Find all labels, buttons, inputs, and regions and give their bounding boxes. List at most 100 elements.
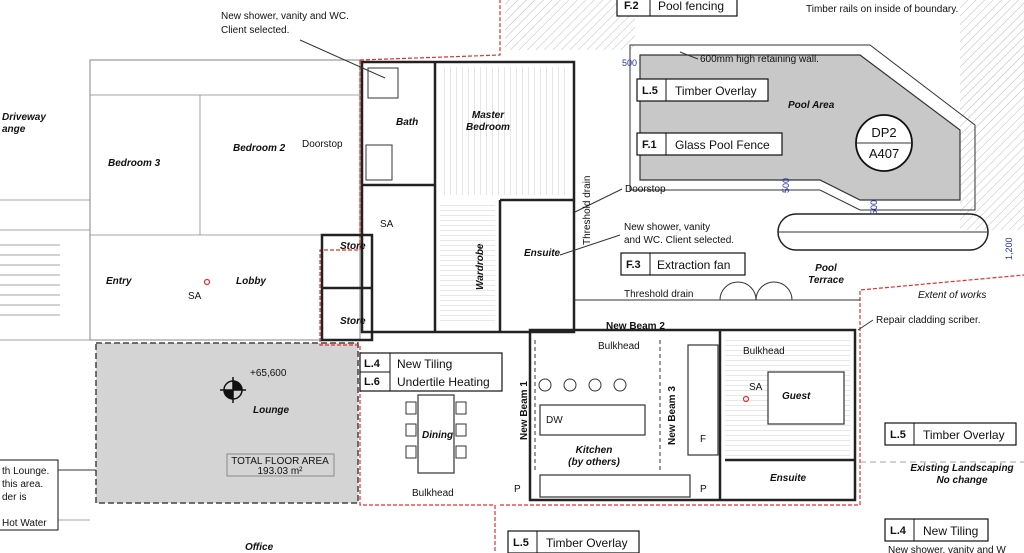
svg-text:Timber Overlay: Timber Overlay (923, 428, 1005, 442)
dining-chair (455, 445, 467, 459)
kitchen-bench-right (687, 344, 719, 456)
master-floor (440, 67, 570, 195)
svg-text:New Tiling: New Tiling (397, 357, 452, 371)
tag-l5-top: L.5 Timber Overlay (636, 78, 769, 102)
dimension: 500 (869, 200, 879, 215)
room-label-pool-area: Pool Area (788, 100, 835, 111)
label-sa: SA (188, 291, 202, 302)
note-threshold-drain: Threshold drain (624, 289, 693, 300)
door-swing (755, 281, 793, 301)
note-retaining-wall: 600mm high retaining wall. (700, 54, 819, 65)
room-label-ensuite: Ensuite (770, 473, 807, 484)
note-threshold-drain: Threshold drain (582, 176, 593, 245)
room-label-dining: Dining (422, 430, 453, 441)
label-dw: DW (546, 415, 563, 426)
bath-fixture (367, 67, 399, 99)
section-marker-bottom: A407 (869, 146, 899, 161)
svg-text:Extraction fan: Extraction fan (657, 258, 730, 272)
dining-chair (455, 423, 467, 437)
room-label-bedroom2: Bedroom 2 (233, 143, 286, 154)
dining-table (417, 394, 455, 474)
label-new-beam-3: New Beam 3 (667, 386, 678, 445)
note-shower-top: New shower, vanity and WC.Client selecte… (221, 11, 349, 36)
tag-l4-l6: L.4 New Tiling L.6 Undertile Heating (359, 352, 503, 392)
note-shower-bottom: New shower, vanity and W (888, 545, 1006, 553)
dining-chair (405, 423, 417, 437)
tag-l5-bottom: L.5 Timber Overlay (507, 530, 640, 553)
kitchen-island (539, 404, 646, 436)
label-bulkhead: Bulkhead (743, 346, 785, 357)
stool (613, 378, 627, 392)
hatched-boundary-top (505, 0, 635, 50)
svg-text:F.1: F.1 (642, 139, 657, 151)
label-sa: SA (380, 219, 394, 230)
room-label-ensuite: Ensuite (524, 248, 561, 259)
label-bulkhead: Bulkhead (598, 341, 640, 352)
room-label-wardrobe: Wardrobe (475, 243, 486, 290)
note-doorstop: Doorstop (625, 184, 666, 195)
room-label-store: Store (340, 316, 366, 327)
extent-of-works-line (359, 0, 501, 61)
room-label-entry: Entry (106, 276, 132, 287)
dimension: 500 (622, 58, 637, 68)
label-new-beam-1: New Beam 1 (519, 381, 530, 440)
room-label-kitchen: Kitchen(by others) (568, 445, 620, 468)
svg-text:Timber Overlay: Timber Overlay (675, 84, 757, 98)
svg-text:L.5: L.5 (513, 537, 529, 549)
section-marker-top: DP2 (871, 125, 896, 140)
tag-l5-right: L.5 Timber Overlay (884, 422, 1017, 446)
stool (588, 378, 602, 392)
room-label-bedroom3: Bedroom 3 (108, 158, 161, 169)
label-p: P (700, 484, 707, 495)
entry-steps (0, 244, 60, 316)
room-label-bath: Bath (396, 117, 418, 128)
svg-text:L.4: L.4 (364, 358, 381, 370)
label-sa: SA (749, 382, 763, 393)
tag-f2: F.2 Pool fencing (616, 0, 738, 17)
dining-chair (405, 445, 417, 459)
room-label-lounge: Lounge (253, 405, 290, 416)
dimension: 1,200 (1004, 237, 1014, 260)
label-new-beam-2: New Beam 2 (606, 321, 665, 332)
dining-chair (405, 401, 417, 415)
main-wing-walls (360, 60, 576, 334)
dining-chair (455, 401, 467, 415)
svg-text:F.2: F.2 (624, 0, 639, 12)
tag-l4-right: L.4 New Tiling (884, 518, 989, 542)
room-label-store: Store (340, 241, 366, 252)
svg-text:Glass Pool Fence: Glass Pool Fence (675, 138, 770, 152)
hatched-boundary-right (960, 0, 1024, 230)
note-timber-rails: Timber rails on inside of boundary. (806, 4, 958, 15)
left-note-box (0, 459, 59, 531)
smoke-alarm-dot (203, 278, 211, 286)
lounge-area (95, 342, 359, 504)
label-level: +65,600 (250, 368, 287, 379)
wardrobe-floor (440, 205, 495, 325)
svg-text:F.3: F.3 (626, 259, 641, 271)
svg-text:L.5: L.5 (890, 429, 906, 441)
svg-text:Undertile Heating: Undertile Heating (397, 375, 490, 389)
room-label-office: Office (245, 542, 274, 553)
label-bulkhead: Bulkhead (412, 488, 454, 499)
smoke-alarm-dot (742, 395, 750, 403)
stool (538, 378, 552, 392)
tag-f3: F.3 Extraction fan (620, 252, 746, 276)
note-extent-of-works: Extent of works (918, 290, 986, 301)
room-label-guest: Guest (782, 391, 811, 402)
note-doorstop: Doorstop (302, 139, 343, 150)
label-p: P (514, 484, 521, 495)
note-cladding: Repair cladding scriber. (876, 315, 981, 326)
dimension: 500 (781, 178, 791, 193)
guest-bed (767, 371, 845, 425)
level-target-icon (220, 377, 246, 403)
room-label-lobby: Lobby (236, 276, 266, 287)
stool (563, 378, 577, 392)
